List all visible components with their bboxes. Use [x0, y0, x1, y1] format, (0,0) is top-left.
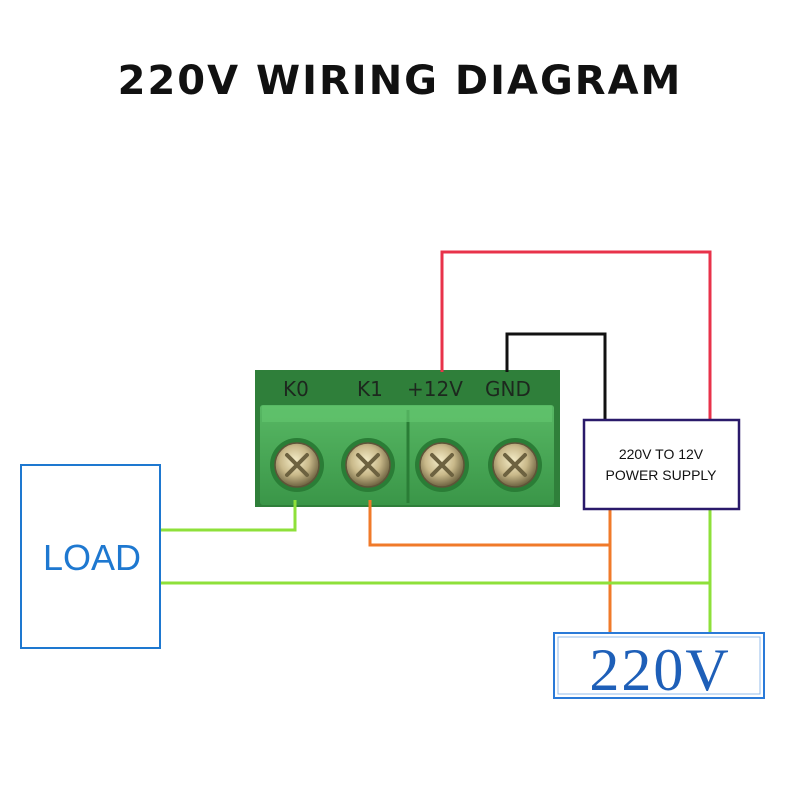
screw-k0 [270, 438, 324, 492]
psu-label-line2: POWER SUPPLY [606, 467, 718, 483]
terminal-block: K0 K1 +12V GND [255, 370, 560, 507]
wire-orange-k1 [368, 500, 610, 547]
terminal-label-k0: K0 [283, 377, 309, 401]
screw-k1 [341, 438, 395, 492]
mains-box: 220V [553, 632, 765, 703]
load-label: LOAD [43, 537, 141, 578]
wire-black-gnd [505, 332, 607, 420]
load-box: LOAD [20, 464, 161, 649]
wire-red-12v [440, 250, 712, 420]
screw-gnd [488, 438, 542, 492]
terminal-label-k1: K1 [357, 377, 383, 401]
connector-ridge [262, 406, 552, 422]
terminal-label-gnd: GND [485, 377, 531, 401]
screw-12v [415, 438, 469, 492]
wire-green-k0-load [160, 500, 297, 532]
mains-label: 220V [589, 637, 730, 703]
page-title: 220V WIRING DIAGRAM [117, 58, 683, 104]
psu-label-line1: 220V TO 12V [619, 446, 704, 462]
terminal-label-12v: +12V [407, 377, 463, 401]
power-supply-box: 220V TO 12V POWER SUPPLY [582, 418, 741, 511]
